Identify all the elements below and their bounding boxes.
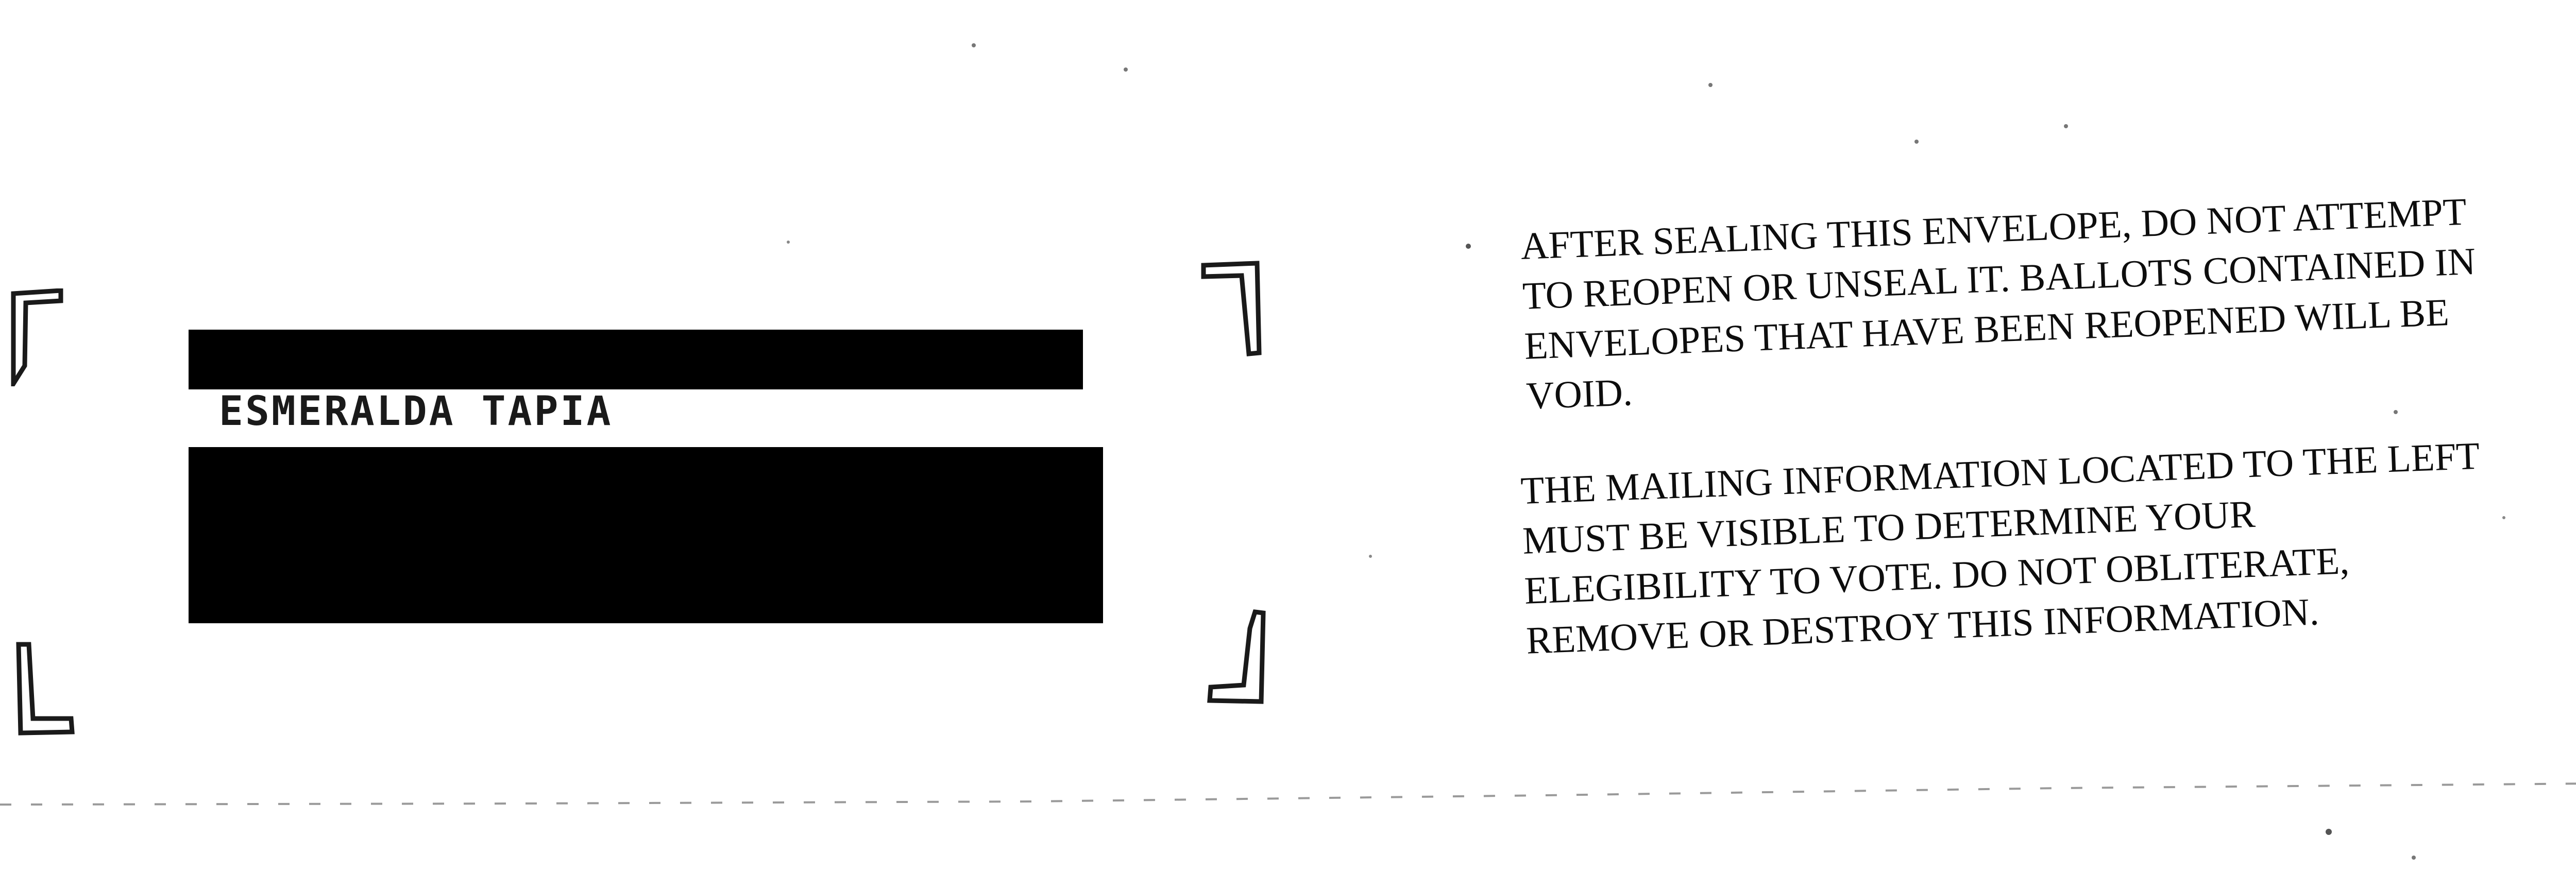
redaction-bar-top [189,330,1083,389]
recipient-name: ESMERALDA TAPIA [219,388,613,435]
corner-top-left-icon [9,288,66,386]
corner-bottom-left-icon [14,641,76,739]
corner-top-right-icon [1200,260,1267,358]
redaction-bar-address [189,447,1103,623]
corner-bottom-right-icon [1206,608,1267,706]
